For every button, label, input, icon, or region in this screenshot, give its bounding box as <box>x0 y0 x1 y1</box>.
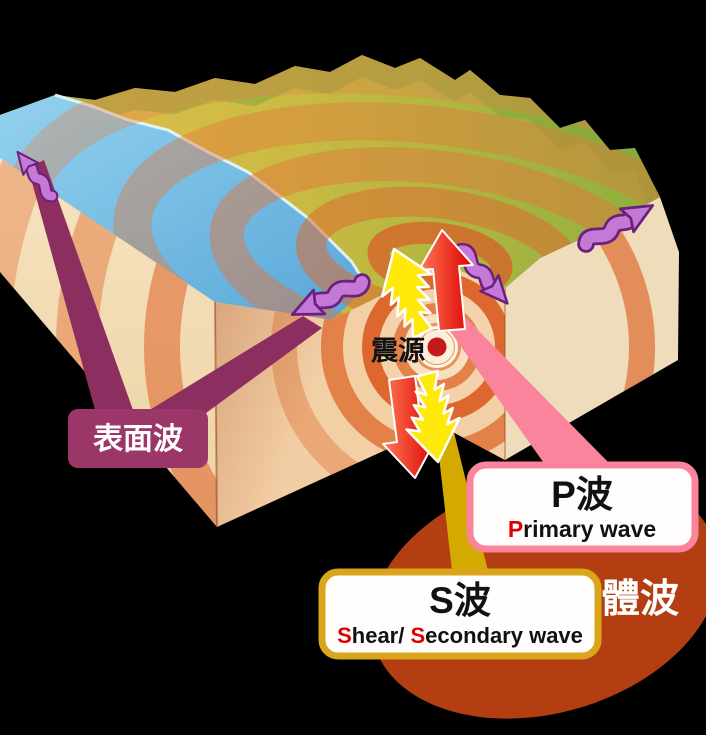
s-wave-label: S波 Shear/ Secondary wave <box>318 568 602 660</box>
mountain-ridge-shading <box>0 55 660 210</box>
hypocenter-label: 震源 <box>371 336 425 366</box>
s-wave-arrow-down <box>405 369 461 464</box>
sea-surface <box>0 95 366 320</box>
s-wave-subtitle: Shear/ Secondary wave <box>337 623 583 648</box>
surface-wave-label-box <box>68 409 208 468</box>
body-wave-label: 體波 <box>601 578 679 621</box>
s-initial-1: S <box>337 623 352 648</box>
p-initial: P <box>508 516 523 542</box>
surface-wave-callout-left <box>28 160 133 410</box>
p-wave-title: P波 <box>551 474 613 515</box>
s-mid: hear/ <box>352 623 411 648</box>
surface-wave-label-text: 表面波 <box>93 423 184 456</box>
p-wave-label-box <box>466 461 699 553</box>
s-initial-2: S <box>410 623 425 648</box>
hypocenter-dot <box>427 337 447 357</box>
p-wave-arrow-down <box>382 375 438 479</box>
surface-wave-callout-right <box>148 316 322 413</box>
surface-wave-label: 表面波 <box>68 409 208 468</box>
p-wave-arrow-up <box>418 229 474 332</box>
p-wave-subtitle: Primary wave <box>508 516 656 542</box>
left-fold-edge <box>214 301 218 528</box>
s-rest: econdary wave <box>425 623 583 648</box>
p-rest: rimary wave <box>523 516 656 542</box>
s-wave-title: S波 <box>429 580 491 621</box>
s-wave-label-box <box>318 568 602 660</box>
p-wave-label: P波 Primary wave <box>466 461 699 553</box>
coastline-foam <box>54 93 368 286</box>
p-wave-callout-band <box>442 312 612 466</box>
s-wave-arrow-up <box>380 247 434 340</box>
